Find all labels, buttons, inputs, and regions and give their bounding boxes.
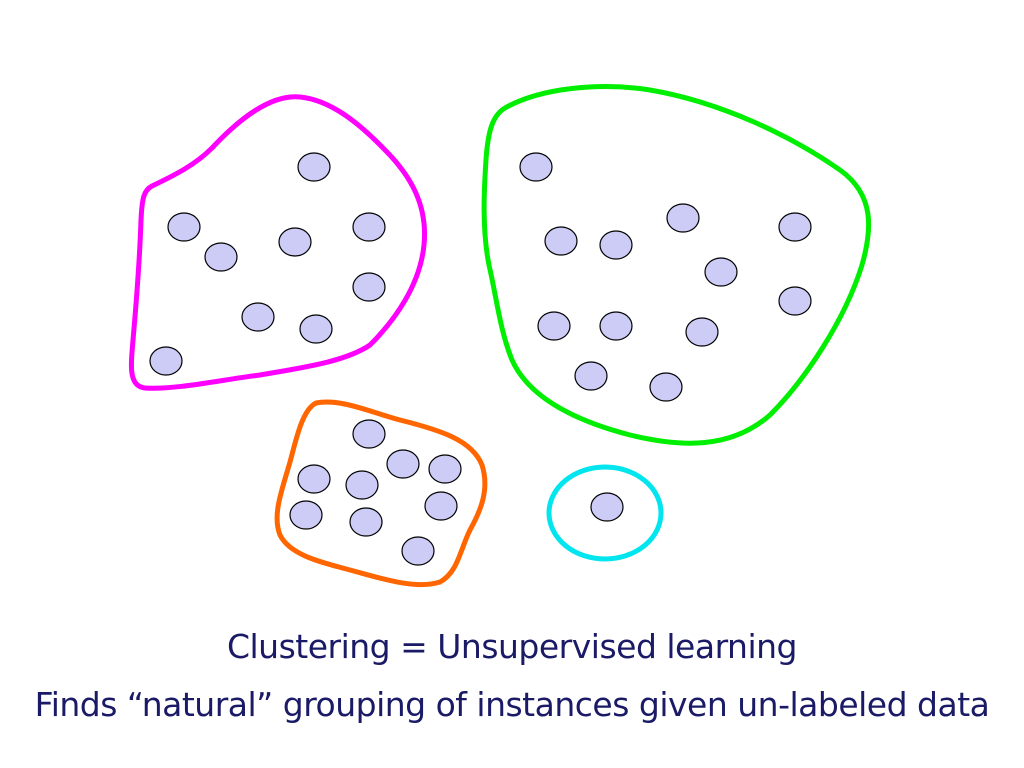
data-point <box>778 286 812 316</box>
data-point <box>401 536 435 566</box>
data-point <box>352 272 386 302</box>
data-point <box>149 346 183 376</box>
caption-subtitle: Finds “natural” grouping of instances gi… <box>34 685 990 724</box>
data-point <box>204 242 238 272</box>
data-point <box>599 311 633 341</box>
green-cluster <box>481 84 872 446</box>
data-point <box>349 507 383 537</box>
data-point <box>685 317 719 347</box>
data-point <box>704 257 738 287</box>
data-point <box>345 470 379 500</box>
orange-cluster <box>274 399 488 588</box>
orange-cluster-boundary <box>274 399 488 588</box>
cyan-cluster <box>546 464 664 562</box>
magenta-cluster <box>128 94 428 391</box>
data-point <box>599 230 633 260</box>
data-point <box>386 449 420 479</box>
data-point <box>778 212 812 242</box>
data-point <box>537 311 571 341</box>
data-point <box>289 500 323 530</box>
data-point <box>352 419 386 449</box>
data-point <box>299 314 333 344</box>
clustering-diagram <box>128 84 872 588</box>
data-point <box>167 212 201 242</box>
magenta-cluster-boundary <box>128 94 428 391</box>
data-point <box>519 152 553 182</box>
data-point <box>424 491 458 521</box>
data-point <box>297 464 331 494</box>
data-point <box>352 212 386 242</box>
data-point <box>649 372 683 402</box>
caption-title: Clustering = Unsupervised learning <box>226 627 798 666</box>
green-cluster-boundary <box>481 84 872 446</box>
data-point <box>590 492 624 522</box>
data-point <box>544 226 578 256</box>
data-point <box>666 203 700 233</box>
data-point <box>297 152 331 182</box>
data-point <box>428 454 462 484</box>
data-point <box>278 227 312 257</box>
cyan-cluster-boundary <box>546 464 664 562</box>
data-point <box>574 361 608 391</box>
data-point <box>241 302 275 332</box>
